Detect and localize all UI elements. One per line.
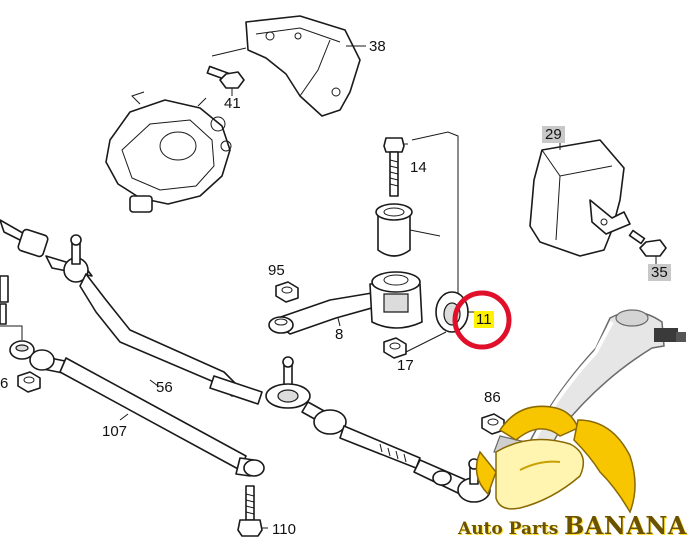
bracket-38 — [245, 15, 361, 117]
bushing-sleeve — [375, 203, 413, 257]
tie-rod-107 — [29, 349, 265, 477]
drag-link-56 — [0, 219, 263, 405]
bolt-110 — [237, 485, 263, 537]
bolt-14 — [383, 137, 405, 197]
label-8: 8 — [335, 326, 344, 343]
label-41: 41 — [224, 95, 241, 112]
center-ball-joint — [265, 356, 311, 409]
left-parts — [0, 275, 41, 393]
label-11: 11 — [474, 311, 494, 328]
label-14: 14 — [410, 159, 427, 176]
label-86: 86 — [484, 389, 501, 406]
tie-rod-right — [301, 401, 491, 503]
label-6: 6 — [0, 375, 9, 392]
banana-mascot — [475, 405, 636, 514]
label-56: 56 — [156, 379, 173, 396]
label-110: 110 — [272, 521, 296, 538]
bracket-29 — [529, 139, 631, 257]
idler-arm-8 — [268, 271, 423, 335]
label-95: 95 — [268, 262, 285, 279]
label-17: 17 — [397, 357, 414, 374]
highlight-circle — [452, 290, 512, 350]
label-38: 38 — [369, 38, 386, 55]
nut-17 — [383, 337, 407, 359]
label-107: 107 — [102, 423, 128, 440]
label-35: 35 — [648, 264, 671, 281]
steering-pump — [105, 91, 232, 213]
brand-big-text: BANANA — [563, 511, 687, 540]
brand-small-text: Auto Parts — [458, 519, 559, 539]
brand-watermark: Auto Parts BANANA — [458, 511, 687, 540]
bolt-41 — [206, 65, 245, 89]
label-29: 29 — [542, 126, 565, 143]
nut-95 — [275, 281, 299, 303]
bolt-35 — [628, 229, 667, 257]
